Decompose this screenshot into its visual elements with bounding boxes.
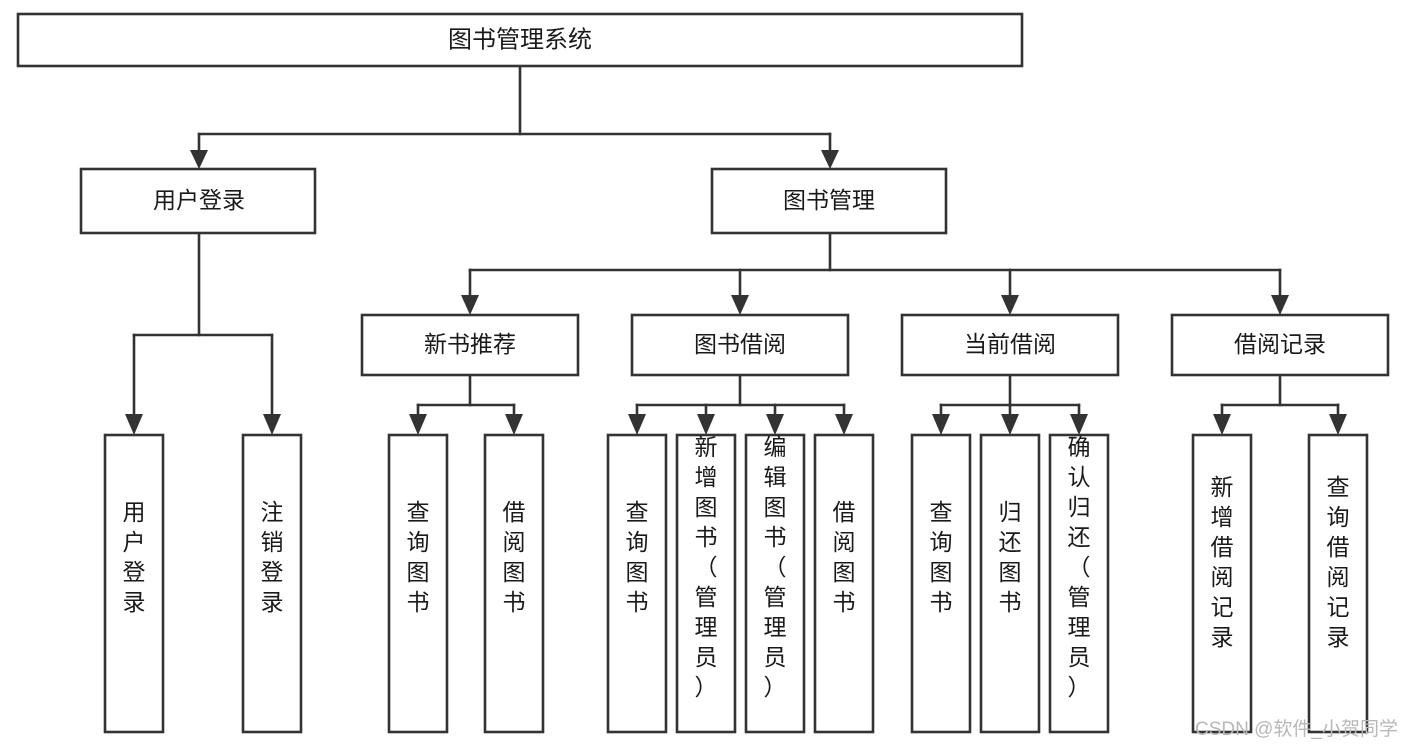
leaf-label: 编辑图书（管理员） (764, 434, 787, 700)
leaf-box[interactable] (483, 433, 545, 734)
leaf-label: 注销登录 (261, 499, 284, 615)
leaf-box[interactable] (606, 433, 668, 734)
arrowhead-newbook-leaf2 (505, 414, 523, 435)
leaf-box[interactable] (910, 433, 972, 734)
leaf-node[interactable]: 确认归还（管理员） (1048, 433, 1110, 734)
borrow-record-box[interactable] (1170, 313, 1390, 377)
arrowhead-bookborrow-leaf1 (628, 414, 646, 435)
new-book-recommend-label: 新书推荐 (424, 331, 516, 357)
user-login-box[interactable] (79, 167, 317, 235)
node-current-borrow[interactable]: 当前借阅 (900, 313, 1120, 377)
leaf-node[interactable]: 归还图书 (979, 433, 1041, 734)
leaf-box[interactable] (675, 433, 737, 734)
leaf-label: 借阅图书 (503, 499, 526, 615)
node-user-login[interactable]: 用户登录 (79, 167, 317, 235)
arrowhead-user-login (190, 150, 208, 169)
leaf-label: 新增图书（管理员） (695, 434, 718, 700)
leaf-layer: 用户登录 注销登录 查询图书 借阅图书 查询图书 新增图书（管理员） 编辑图书（… (103, 433, 1369, 734)
book-management-box[interactable] (710, 167, 948, 235)
current-borrow-box[interactable] (900, 313, 1120, 377)
current-borrow-label: 当前借阅 (964, 331, 1056, 357)
arrowhead-new-book (461, 295, 479, 315)
arrowhead-currentborrow-leaf2 (1001, 414, 1019, 435)
arrowhead-borrowrecord-leaf2 (1329, 414, 1347, 435)
user-login-label: 用户登录 (153, 187, 245, 213)
node-new-book-recommend[interactable]: 新书推荐 (360, 313, 580, 377)
leaf-node[interactable]: 注销登录 (241, 433, 303, 734)
new-book-recommend-box[interactable] (360, 313, 580, 377)
leaf-node[interactable]: 用户登录 (103, 433, 165, 734)
leaf-box[interactable] (387, 433, 449, 734)
arrowhead-currentborrow-leaf3 (1070, 414, 1088, 435)
arrowhead-bookborrow-leaf2 (697, 414, 715, 435)
arrowhead-book-manage (821, 150, 839, 169)
leaf-label: 查询图书 (626, 499, 649, 615)
leaf-box[interactable] (1048, 433, 1110, 734)
arrowhead-current-borrow (1001, 295, 1019, 315)
leaf-box[interactable] (979, 433, 1041, 734)
arrowhead-borrow-record (1271, 295, 1289, 315)
arrowhead-leaf-user-login (125, 414, 143, 435)
leaf-box[interactable] (744, 433, 806, 734)
leaf-box[interactable] (1307, 433, 1369, 734)
leaf-node[interactable]: 查询图书 (606, 433, 668, 734)
leaf-box[interactable] (1191, 433, 1253, 734)
leaf-node[interactable]: 新增图书（管理员） (675, 433, 737, 734)
arrowhead-borrowrecord-leaf1 (1213, 414, 1231, 435)
leaf-node[interactable]: 查询图书 (910, 433, 972, 734)
node-book-borrow[interactable]: 图书借阅 (630, 313, 850, 377)
arrowhead-bookborrow-leaf3 (766, 414, 784, 435)
root-label: 图书管理系统 (448, 26, 592, 53)
borrow-record-label: 借阅记录 (1234, 331, 1326, 357)
arrowhead-leaf-logout (263, 414, 281, 435)
book-borrow-box[interactable] (630, 313, 850, 377)
node-book-management[interactable]: 图书管理 (710, 167, 948, 235)
leaf-label: 归还图书 (999, 499, 1022, 615)
leaf-node[interactable]: 借阅图书 (483, 433, 545, 734)
leaf-label: 查询图书 (407, 499, 430, 615)
leaf-node[interactable]: 借阅图书 (813, 433, 875, 734)
leaf-box[interactable] (813, 433, 875, 734)
leaf-node[interactable]: 查询图书 (387, 433, 449, 734)
leaf-node[interactable]: 新增借阅记录 (1191, 433, 1253, 734)
arrowhead-newbook-leaf1 (409, 414, 427, 435)
book-management-label: 图书管理 (783, 187, 875, 213)
leaf-label: 借阅图书 (833, 499, 856, 615)
leaf-node[interactable]: 查询借阅记录 (1307, 433, 1369, 734)
arrowhead-bookborrow-leaf4 (835, 414, 853, 435)
leaf-box[interactable] (241, 433, 303, 734)
root-box[interactable] (16, 12, 1024, 68)
arrowhead-book-borrow (731, 295, 749, 315)
book-borrow-label: 图书借阅 (694, 331, 786, 357)
leaf-label: 查询图书 (930, 499, 953, 615)
leaf-label: 确认归还（管理员） (1068, 434, 1091, 700)
leaf-label: 查询借阅记录 (1327, 474, 1350, 650)
arrowhead-currentborrow-leaf1 (932, 414, 950, 435)
csdn-watermark: CSDN @软件_小贺同学 (1195, 718, 1398, 740)
node-borrow-record[interactable]: 借阅记录 (1170, 313, 1390, 377)
connector-layer (125, 64, 1347, 435)
leaf-label: 新增借阅记录 (1211, 474, 1234, 650)
leaf-node[interactable]: 编辑图书（管理员） (744, 433, 806, 734)
leaf-box[interactable] (103, 433, 165, 734)
leaf-label: 用户登录 (123, 499, 146, 615)
node-root-system[interactable]: 图书管理系统 (16, 12, 1024, 68)
